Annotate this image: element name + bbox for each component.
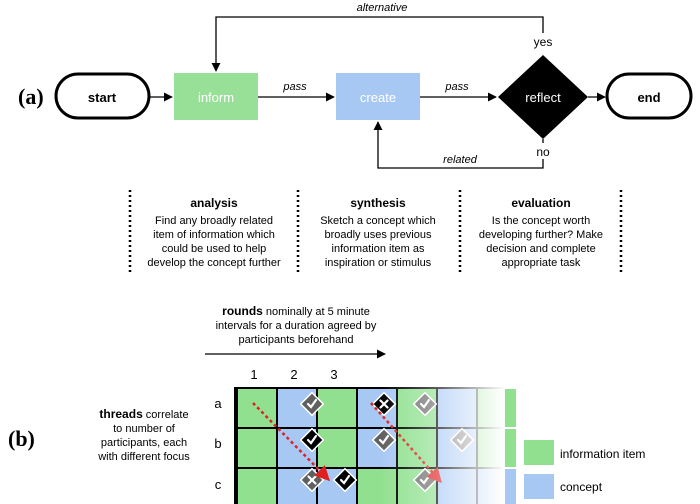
analysis-line-2: item of information which (153, 229, 275, 241)
threads-line-1-rest: correlate (143, 409, 189, 421)
threads-line-3: participants, each (101, 437, 187, 449)
end-node (605, 72, 693, 120)
column-number-1: 1 (250, 367, 257, 382)
edge-no-label-mask (530, 143, 556, 159)
rounds-line-2: intervals for a duration agreed by (216, 320, 377, 332)
edge-no-label: no (536, 145, 550, 159)
grid-cell (318, 389, 356, 427)
edge-pass-1-label: pass (282, 81, 307, 93)
grid-fade-overlay (380, 384, 505, 504)
synthesis-line-4: inspiration or stimulus (325, 257, 432, 269)
grid-cell (238, 469, 276, 504)
synthesis-line-1: Sketch a concept which (320, 215, 436, 227)
analysis-line-3: could be used to help (162, 243, 267, 255)
evaluation-line-4: appropriate task (502, 257, 581, 269)
column-number-2: 2 (290, 367, 297, 382)
check-mark-icon (299, 391, 325, 417)
label-a: (a) (18, 84, 44, 109)
threads-line-4: with different focus (97, 451, 190, 463)
check-mark-icon (299, 427, 325, 453)
threads-bold: threads (99, 407, 143, 421)
grid-cell (238, 429, 276, 467)
column-synthesis: synthesis Sketch a concept which broadly… (320, 196, 436, 269)
edge-alternative (211, 16, 544, 72)
evaluation-line-2: developing further? Make (479, 229, 603, 241)
evaluation-line-1: Is the concept worth (492, 215, 590, 227)
rounds-line-3: participants beforehand (239, 334, 354, 346)
row-letter-c: c (215, 477, 222, 492)
column-number-3: 3 (330, 367, 337, 382)
reflect-label: reflect (525, 90, 561, 105)
threads-line-2: to number of (113, 423, 176, 435)
column-separators (128, 190, 623, 272)
create-node (336, 73, 420, 120)
column-evaluation: evaluation Is the concept worth developi… (479, 196, 603, 269)
synthesis-line-2: broadly uses previous (324, 229, 432, 241)
start-node (54, 72, 151, 120)
start-label: start (88, 90, 117, 105)
row-letter-b: b (214, 436, 221, 451)
row-letter-a: a (214, 396, 222, 411)
evaluation-line-3: decision and complete (486, 243, 595, 255)
check-mark-icon (332, 467, 358, 493)
label-b: (b) (8, 426, 35, 451)
edge-yes-label: yes (534, 35, 553, 49)
edge-pass-2-label: pass (444, 81, 469, 93)
evaluation-heading: evaluation (511, 196, 570, 210)
legend-info-swatch (524, 440, 554, 465)
edge-alternative-label: alternative (357, 2, 408, 14)
rounds-bold: rounds (222, 304, 263, 318)
inform-label: inform (198, 90, 234, 105)
analysis-line-4: develop the concept further (147, 257, 281, 269)
end-label: end (637, 90, 660, 105)
legend-info-label: information item (560, 447, 645, 461)
edge-related-label: related (443, 154, 478, 166)
rounds-line-1: rounds nominally at 5 minute (222, 304, 370, 318)
threads-line-1: threads correlate (99, 407, 188, 421)
create-label: create (360, 90, 396, 105)
synthesis-heading: synthesis (350, 196, 406, 210)
legend-concept-label: concept (560, 480, 603, 494)
inform-node (174, 73, 258, 120)
reflect-node (498, 55, 588, 139)
column-analysis: analysis Find any broadly related item o… (147, 196, 281, 269)
legend-concept-swatch (524, 474, 554, 499)
rounds-line-1-rest: nominally at 5 minute (263, 306, 370, 318)
thread-arrow-1 (252, 402, 331, 482)
analysis-line-1: Find any broadly related (155, 215, 273, 227)
synthesis-line-3: information item as (332, 243, 425, 255)
analysis-heading: analysis (190, 196, 238, 210)
grid-cell (318, 429, 356, 467)
